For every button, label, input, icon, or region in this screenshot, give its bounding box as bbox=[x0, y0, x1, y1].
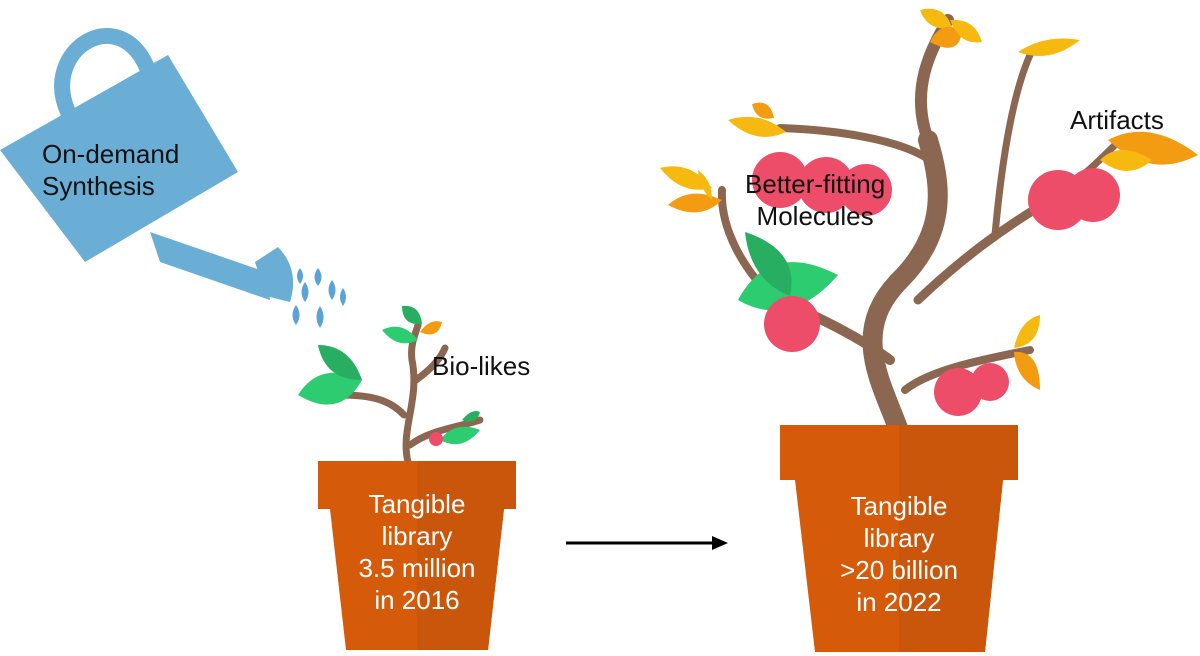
label-line: in 2016 bbox=[374, 585, 460, 615]
small-plant-branch bbox=[336, 391, 408, 419]
pot-2022-body-shade bbox=[899, 480, 1003, 652]
fruit-icon bbox=[752, 152, 808, 208]
label-line: library bbox=[863, 523, 935, 553]
growth-arrow bbox=[566, 536, 728, 550]
leaf-icon bbox=[1100, 150, 1152, 171]
leaf-icon bbox=[660, 166, 712, 190]
water-drops bbox=[292, 268, 346, 328]
small-plant-stem bbox=[402, 321, 422, 466]
watering-can bbox=[0, 28, 294, 302]
watering-can-rose bbox=[255, 247, 294, 302]
leaf-icon bbox=[318, 345, 362, 380]
fruit-icon bbox=[429, 432, 443, 446]
water-drop bbox=[328, 280, 336, 300]
arrow-head-icon bbox=[712, 536, 728, 550]
leaf-icon bbox=[1018, 38, 1080, 56]
water-drop bbox=[292, 305, 300, 325]
water-drop bbox=[297, 268, 303, 284]
label-line: Tangible bbox=[368, 489, 466, 519]
watering-can-label: On-demand Synthesis bbox=[42, 138, 179, 202]
leaf-icon bbox=[420, 321, 442, 335]
label-line: Better-fitting bbox=[745, 169, 886, 199]
watering-can-spout bbox=[150, 232, 270, 300]
leaf-icon bbox=[668, 193, 722, 213]
pot-2022 bbox=[780, 425, 1018, 652]
water-drop bbox=[314, 268, 322, 286]
pot-2016-label: Tangible library 3.5 million in 2016 bbox=[327, 488, 507, 616]
leaf-icon bbox=[698, 170, 712, 200]
better-fitting-label: Better-fitting Molecules bbox=[745, 168, 885, 232]
label-line: in 2022 bbox=[856, 587, 942, 617]
leaf-icon bbox=[752, 102, 774, 119]
label-line: 3.5 million bbox=[358, 553, 476, 583]
fruit-icon bbox=[764, 296, 820, 352]
fruit-icon bbox=[934, 368, 982, 416]
leaf-icon bbox=[382, 326, 418, 344]
leaf-icon bbox=[440, 426, 480, 445]
leaf-icon bbox=[462, 411, 480, 422]
leaf-icon bbox=[402, 305, 422, 325]
big-plant-branch bbox=[901, 346, 1034, 394]
pot-2022-rim-shade bbox=[899, 425, 1018, 480]
bio-likes-label: Bio-likes bbox=[432, 351, 531, 381]
small-plant-branch bbox=[412, 344, 449, 384]
water-drop bbox=[340, 288, 346, 306]
leaf-icon bbox=[950, 19, 982, 43]
label-line: Synthesis bbox=[42, 171, 155, 201]
leaf-icon bbox=[930, 26, 962, 48]
small-plant-branch bbox=[406, 416, 484, 449]
leaf-icon bbox=[920, 8, 952, 29]
fruit-icon bbox=[798, 157, 854, 213]
big-plant-trunk bbox=[862, 130, 948, 438]
leaf-icon bbox=[728, 116, 786, 137]
big-plant-branch bbox=[991, 51, 1034, 239]
label-line: library bbox=[381, 521, 453, 551]
fruit-icon bbox=[1066, 168, 1120, 222]
leaf-icon bbox=[1014, 351, 1040, 390]
label-line: Tangible bbox=[850, 491, 948, 521]
water-drop bbox=[301, 282, 309, 302]
label-line: >20 billion bbox=[840, 555, 958, 585]
pot-2016-body-shade bbox=[417, 509, 504, 650]
label-line: Molecules bbox=[756, 201, 874, 231]
fruit-icon bbox=[971, 363, 1009, 401]
pot-2016-rim-shade bbox=[417, 461, 516, 509]
fruit-icon bbox=[840, 164, 892, 216]
leaf-icon bbox=[298, 372, 362, 405]
label-line: On-demand bbox=[42, 139, 180, 169]
watering-can-body bbox=[0, 55, 238, 262]
leaf-icon bbox=[1014, 315, 1040, 348]
pot-2022-label: Tangible library >20 billion in 2022 bbox=[799, 490, 999, 618]
water-drop bbox=[316, 306, 324, 328]
watering-can-handle bbox=[54, 28, 156, 120]
pot-2016 bbox=[318, 461, 516, 650]
small-plant bbox=[298, 305, 484, 466]
big-plant bbox=[660, 8, 1198, 438]
big-plant-branch bbox=[776, 124, 934, 164]
leaf-icon bbox=[745, 232, 792, 296]
artifacts-label: Artifacts bbox=[1070, 105, 1164, 135]
